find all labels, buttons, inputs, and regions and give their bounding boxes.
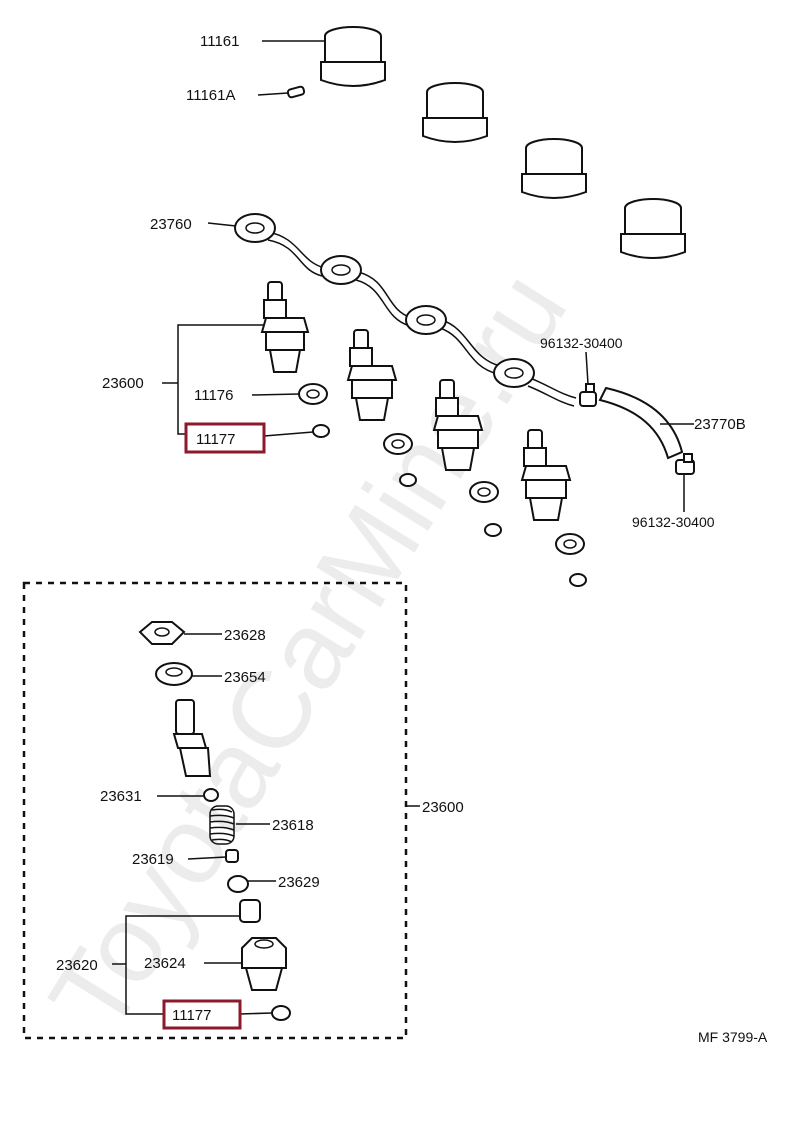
label-11161a: 11161A	[186, 87, 236, 104]
washer-11176-set[interactable]	[298, 383, 585, 555]
label-23631: 23631	[100, 788, 142, 805]
pin-11161a[interactable]	[286, 85, 306, 99]
nozzle-holder-body[interactable]	[172, 699, 212, 777]
label-23620: 23620	[56, 957, 98, 974]
nozzle-23620[interactable]	[239, 899, 261, 923]
chamber-cup-3[interactable]	[521, 138, 587, 199]
chamber-cup-1[interactable]	[320, 26, 386, 87]
label-23628: 23628	[224, 627, 266, 644]
diagram-code: MF 3799-A	[698, 1029, 768, 1045]
leakage-pipe[interactable]	[234, 213, 577, 407]
gasket-11177-set[interactable]	[312, 424, 587, 587]
clamp-upper[interactable]	[579, 383, 597, 407]
chamber-cup-4[interactable]	[620, 198, 686, 259]
label-11177-top[interactable]: 11177	[196, 431, 236, 448]
injector-3[interactable]	[432, 379, 484, 471]
label-96132-lower: 96132-30400	[632, 514, 715, 530]
assembly-box	[22, 581, 408, 1040]
washer-23654[interactable]	[155, 662, 193, 686]
label-23770b: 23770B	[694, 416, 746, 433]
highlight-11177-top	[184, 422, 266, 454]
chamber-cup-2[interactable]	[422, 82, 488, 143]
label-11176: 11176	[194, 387, 234, 404]
clamp-lower[interactable]	[675, 453, 695, 475]
label-23600-top: 23600	[102, 375, 144, 392]
retaining-nut-23624[interactable]	[241, 937, 287, 991]
label-96132-upper: 96132-30400	[540, 335, 623, 351]
ball-23631[interactable]	[203, 788, 219, 802]
hose-23770b[interactable]	[598, 386, 684, 460]
label-23619: 23619	[132, 851, 174, 868]
injector-4[interactable]	[520, 429, 572, 521]
label-23624: 23624	[144, 955, 186, 972]
gasket-11177-bottom[interactable]	[271, 1005, 291, 1021]
pin-23619[interactable]	[225, 849, 239, 863]
nut-23628[interactable]	[138, 621, 186, 645]
injector-2[interactable]	[346, 329, 398, 421]
label-23654: 23654	[224, 669, 266, 686]
spring-23618[interactable]	[209, 805, 235, 845]
label-23760: 23760	[150, 216, 192, 233]
spacer-23629[interactable]	[227, 875, 249, 893]
highlight-11177-bottom	[162, 999, 242, 1030]
label-11177-bottom[interactable]: 11177	[172, 1007, 212, 1024]
label-23600-box: 23600	[422, 799, 464, 816]
label-23629: 23629	[278, 874, 320, 891]
label-11161: 11161	[200, 33, 240, 50]
injector-1[interactable]	[260, 281, 310, 373]
label-23618: 23618	[272, 817, 314, 834]
